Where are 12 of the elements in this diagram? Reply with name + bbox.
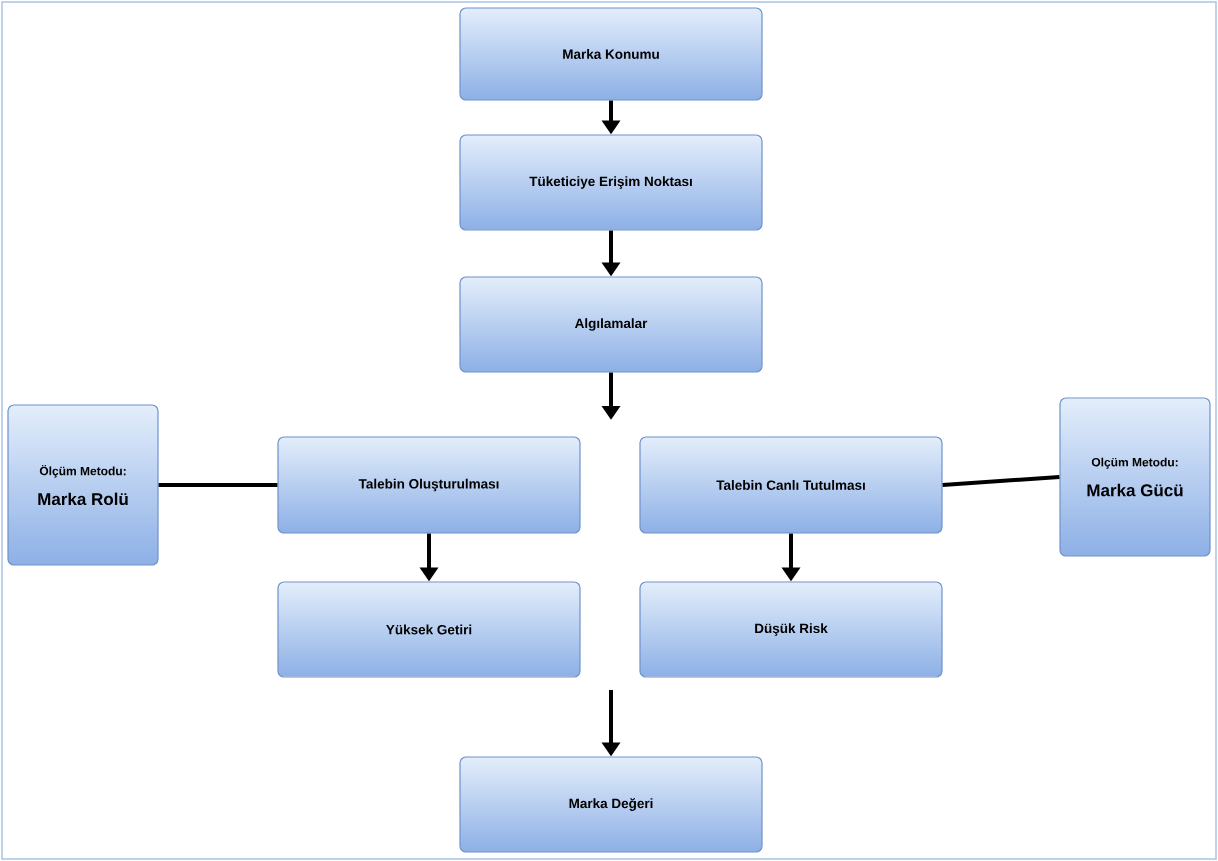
process-box: Talebin Canlı Tutulması <box>639 436 943 534</box>
process-box: Talebin Oluşturulması <box>277 436 581 534</box>
process-box: Marka Değeri <box>459 756 763 853</box>
process-box: Algılamalar <box>459 276 763 373</box>
method-box: Olçüm Metodu: Marka Gücü <box>1059 397 1211 557</box>
process-box: Marka Konumu <box>459 7 763 101</box>
method-box: Ölçüm Metodu: Marka Rolü <box>7 404 159 566</box>
process-box: Düşük Risk <box>639 581 943 678</box>
process-box: Tüketiciye Erişim Noktası <box>459 134 763 231</box>
connector-line <box>942 475 1060 487</box>
process-box: Yüksek Getiri <box>277 581 581 678</box>
connector-line <box>158 483 278 487</box>
